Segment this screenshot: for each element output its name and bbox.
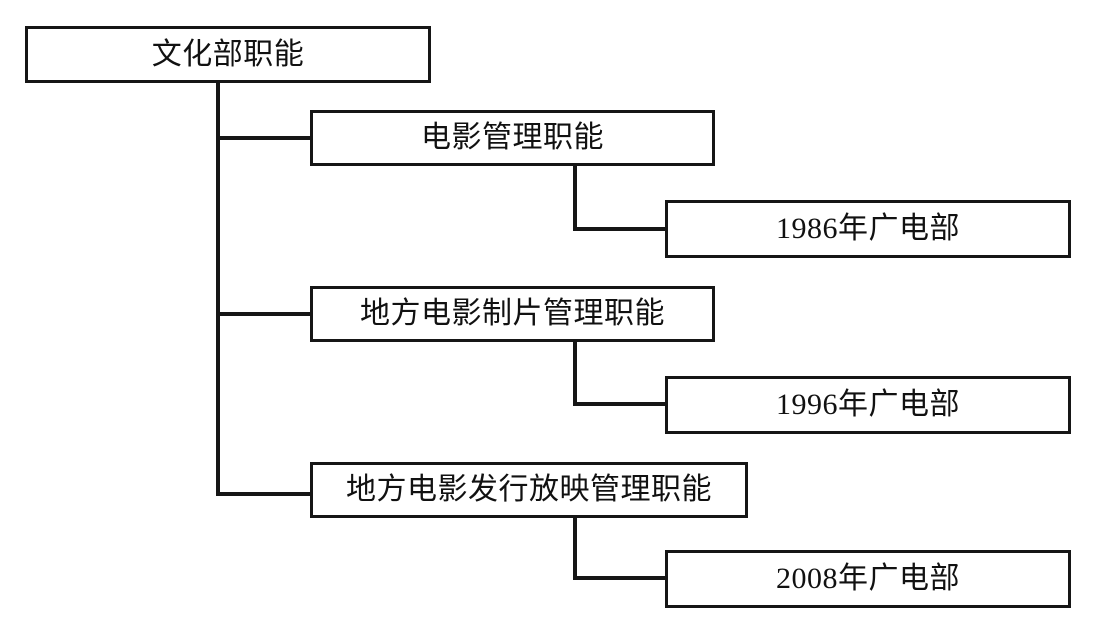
edge-root-to-branch-1 bbox=[216, 136, 314, 140]
node-leaf-1986-radio-film-tv-ministry[interactable]: 1986年广电部 bbox=[665, 200, 1071, 258]
edge-root-to-branch-3 bbox=[216, 492, 314, 496]
node-branch-local-film-production-management-functions[interactable]: 地方电影制片管理职能 bbox=[310, 286, 715, 342]
node-branch-film-management-functions[interactable]: 电影管理职能 bbox=[310, 110, 715, 166]
edge-root-to-branch-2 bbox=[216, 312, 314, 316]
edge-branch-2-to-leaf-2-vertical bbox=[573, 342, 577, 406]
edge-branch-1-to-leaf-1-vertical bbox=[573, 166, 577, 231]
node-label-leaf-2: 1996年广电部 bbox=[776, 388, 960, 421]
trunk-connector-root bbox=[216, 82, 220, 496]
node-label-branch-3: 地方电影发行放映管理职能 bbox=[346, 473, 712, 506]
edge-branch-1-to-leaf-1-horizontal bbox=[573, 227, 669, 231]
edge-branch-3-to-leaf-3-horizontal bbox=[573, 576, 669, 580]
node-branch-local-film-distribution-screening-management-functions[interactable]: 地方电影发行放映管理职能 bbox=[310, 462, 748, 518]
node-label-leaf-1: 1986年广电部 bbox=[776, 212, 960, 245]
node-leaf-2008-radio-film-tv-ministry[interactable]: 2008年广电部 bbox=[665, 550, 1071, 608]
node-label-root: 文化部职能 bbox=[151, 37, 305, 71]
node-leaf-1996-radio-film-tv-ministry[interactable]: 1996年广电部 bbox=[665, 376, 1071, 434]
node-root-culture-ministry-functions[interactable]: 文化部职能 bbox=[25, 26, 431, 83]
edge-branch-2-to-leaf-2-horizontal bbox=[573, 402, 669, 406]
edge-branch-3-to-leaf-3-vertical bbox=[573, 518, 577, 580]
node-label-branch-1: 电影管理职能 bbox=[421, 121, 604, 154]
node-label-branch-2: 地方电影制片管理职能 bbox=[360, 297, 665, 330]
node-label-leaf-3: 2008年广电部 bbox=[776, 562, 960, 595]
